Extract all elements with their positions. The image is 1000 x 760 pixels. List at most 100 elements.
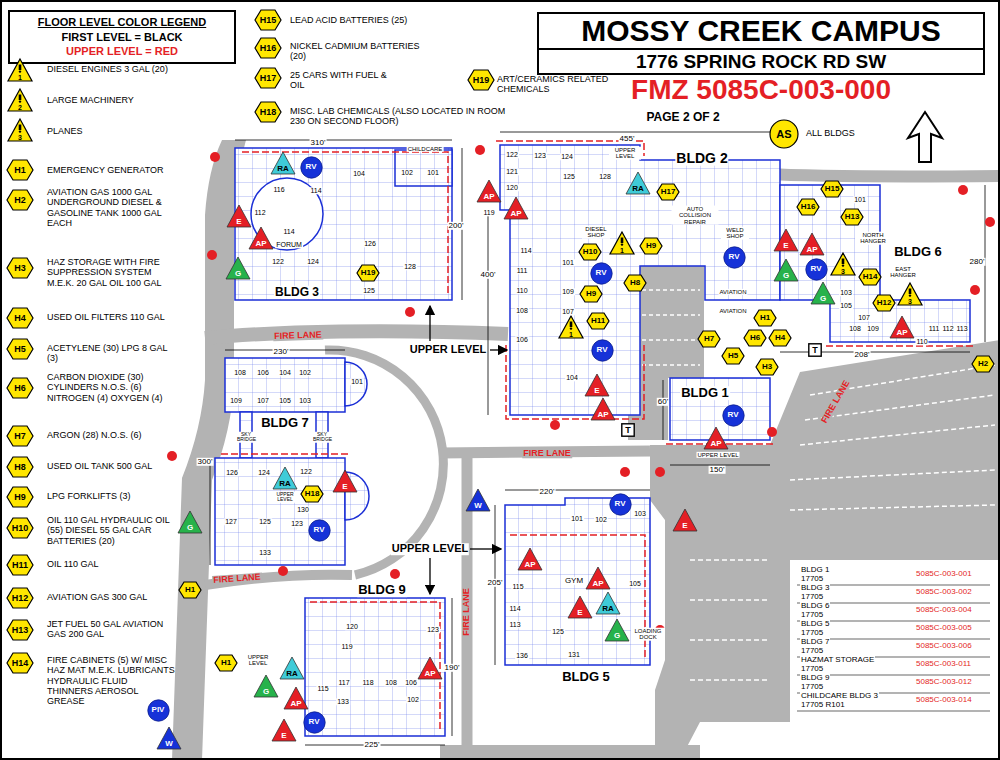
parking-lot bbox=[650, 340, 1000, 760]
circle-outline bbox=[723, 246, 744, 267]
room-label: 106 bbox=[256, 369, 270, 376]
room-label: 123 bbox=[290, 520, 304, 527]
table-cell: 5085C-003-005 bbox=[915, 624, 973, 632]
hexagon-outline bbox=[873, 295, 895, 311]
legend-text: NICKEL CADMIUM BATTERIES (20) bbox=[290, 41, 420, 61]
hazard-hexagon: H6 bbox=[743, 329, 767, 347]
marker-code: H18 bbox=[260, 108, 277, 117]
floor-legend-box: FLOOR LEVEL COLOR LEGENDFIRST LEVEL = BL… bbox=[8, 10, 236, 64]
marker-code: H19 bbox=[473, 76, 490, 85]
hexagon-outline bbox=[756, 359, 778, 375]
marker-code: G bbox=[263, 688, 269, 696]
room-label: 101 bbox=[570, 515, 584, 522]
circle-marker: PIV bbox=[147, 699, 170, 722]
legend-text: ALL BLDGS bbox=[806, 128, 855, 138]
caution-marker: 1 bbox=[609, 231, 635, 255]
triangle-marker: AP bbox=[503, 196, 529, 220]
hexagon-outline bbox=[972, 356, 994, 372]
marker-code: RV bbox=[811, 265, 822, 273]
room-label: 60' bbox=[657, 398, 669, 406]
room-label: 225' bbox=[364, 741, 381, 749]
triangle-outline bbox=[226, 257, 250, 279]
room-label: DIESEL SHOP bbox=[582, 226, 610, 239]
hazard-hexagon: H15 bbox=[820, 180, 844, 198]
hazard-hexagon: H12 bbox=[872, 294, 896, 312]
room-label: 101 bbox=[853, 196, 867, 203]
hazard-hexagon: H12 bbox=[6, 587, 34, 609]
legend-entry: OIL 110 GAL HYDRAULIC OIL (55) DIESEL 55… bbox=[47, 515, 175, 546]
marker-code: G bbox=[187, 524, 193, 532]
room-label: 230' bbox=[273, 348, 290, 356]
marker-code: E bbox=[783, 242, 788, 250]
triangle-marker: RA bbox=[625, 171, 651, 195]
room-label: 109 bbox=[866, 325, 880, 332]
caution-triangle bbox=[898, 283, 922, 305]
table-cell: 5085C-003-004 bbox=[915, 606, 973, 614]
room-label: 300' bbox=[197, 458, 214, 466]
hazard-hexagon: H9 bbox=[639, 237, 663, 255]
hazard-hexagon: H1 bbox=[6, 159, 34, 181]
room-label: 124 bbox=[306, 258, 320, 265]
room-label: 111 bbox=[928, 325, 941, 332]
triangle-outline bbox=[477, 180, 501, 202]
legend-entry: PLANES bbox=[47, 126, 175, 136]
room-label: EAST HANGER bbox=[887, 266, 919, 279]
hexagon-outline bbox=[7, 190, 33, 210]
marker-code: H14 bbox=[12, 659, 29, 668]
building-label: BLDG 6 bbox=[893, 245, 943, 259]
circle-marker: RV bbox=[722, 404, 745, 427]
circle-outline bbox=[722, 404, 743, 425]
hexagon-outline bbox=[179, 582, 201, 598]
legend-text: DIESEL ENGINES 3 GAL (20) bbox=[47, 64, 168, 74]
hexagon-outline bbox=[215, 655, 237, 671]
triangle-marker: AP bbox=[283, 686, 309, 710]
legend-entry: ACETYLENE (30) LPG 8 GAL (3) bbox=[47, 343, 175, 364]
marker-code: H2 bbox=[978, 360, 988, 368]
fire-lane-road bbox=[205, 331, 508, 338]
triangle-outline bbox=[626, 172, 650, 194]
legend-entry: DIESEL ENGINES 3 GAL (20) bbox=[47, 64, 175, 74]
table-rules bbox=[797, 585, 990, 711]
triangle-marker: RA bbox=[279, 656, 305, 680]
legend-heading: FLOOR LEVEL COLOR LEGEND bbox=[16, 15, 228, 30]
room-label: 126 bbox=[363, 240, 377, 247]
room-label: 310' bbox=[310, 139, 327, 147]
circle-marker: RV bbox=[300, 156, 323, 179]
table-cell: 17705 bbox=[800, 629, 824, 637]
hexagon-outline bbox=[301, 486, 323, 502]
marker-code: H12 bbox=[877, 299, 892, 307]
square-outline bbox=[809, 344, 821, 356]
room-label: 104 bbox=[352, 170, 366, 177]
triangle-marker: AP bbox=[889, 315, 915, 339]
road bbox=[462, 453, 473, 760]
room-label: 106 bbox=[404, 679, 418, 686]
building-label: BLDG 9 bbox=[357, 583, 407, 597]
room-label: 205' bbox=[487, 579, 504, 587]
circle-outline bbox=[303, 711, 324, 732]
hazard-hexagon: H1 bbox=[214, 654, 238, 672]
table-cell: BLDG 5 bbox=[800, 620, 830, 628]
marker-code: AP bbox=[710, 440, 721, 448]
marker-code: 1 bbox=[18, 74, 22, 81]
marker-code: H14 bbox=[863, 273, 878, 281]
marker-code: H12 bbox=[12, 594, 29, 603]
marker-code: 3 bbox=[18, 134, 22, 141]
circle-outline bbox=[147, 699, 168, 720]
legend-entry: 25 CARS WITH FUEL & OIL bbox=[290, 70, 400, 91]
legend-text: HAZ STORAGE WITH FIRE SUPPRESSION SYSTEM… bbox=[47, 257, 161, 288]
room-label: UPPER LEVEL bbox=[696, 452, 739, 458]
hexagon-outline bbox=[698, 331, 720, 347]
table-cell: 17705 bbox=[800, 611, 824, 619]
caution-triangle bbox=[559, 316, 583, 338]
marker-code: AP bbox=[290, 700, 301, 708]
room-label: 109 bbox=[561, 288, 575, 295]
building-label: BLDG 3 bbox=[274, 286, 320, 299]
marker-code: W bbox=[165, 740, 173, 748]
hexagon-outline bbox=[579, 244, 601, 260]
caution-marker: 1 bbox=[7, 58, 33, 82]
marker-code: H4 bbox=[775, 334, 785, 342]
table-cell: 5085C-003-014 bbox=[915, 696, 973, 704]
marker-code: 3 bbox=[908, 298, 912, 305]
room-label: 105 bbox=[839, 302, 853, 309]
marker-code: RV bbox=[729, 253, 740, 261]
